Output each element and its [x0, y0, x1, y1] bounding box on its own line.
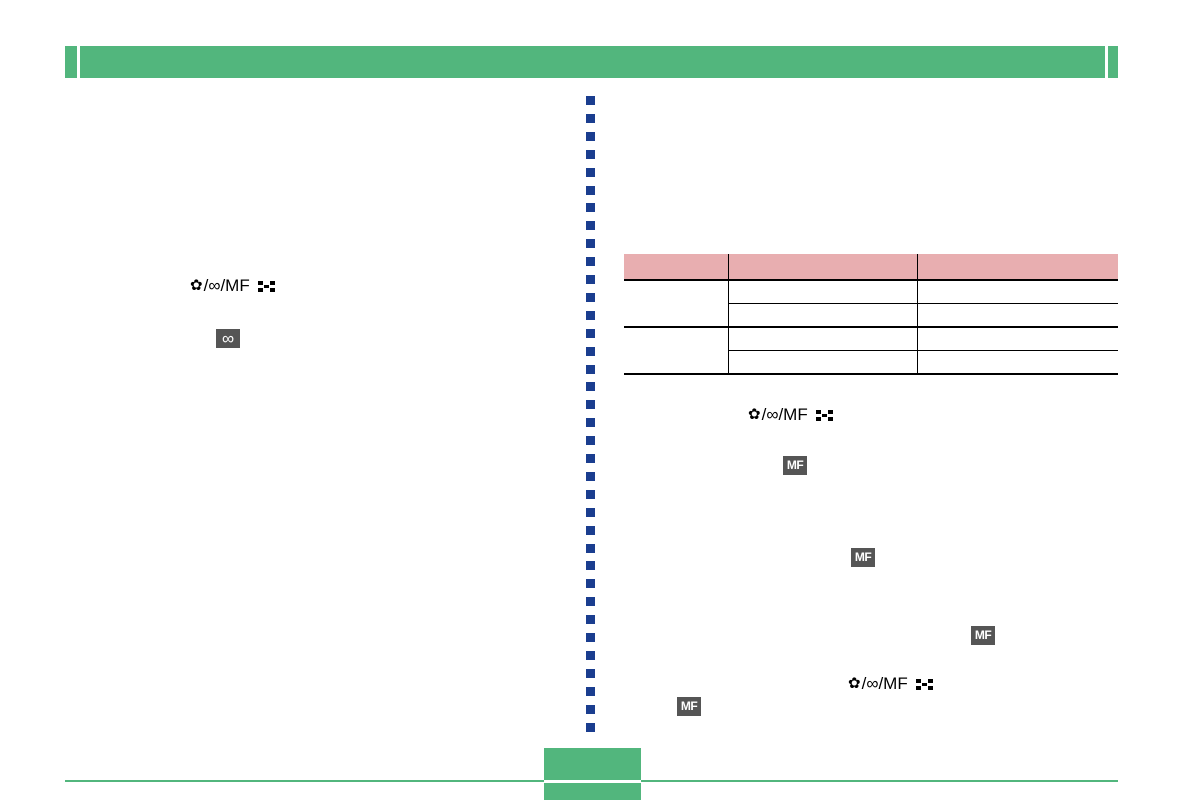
divider-dot: [586, 328, 595, 338]
divider-dot: [586, 436, 595, 446]
divider-dot: [586, 275, 595, 284]
divider-dot: [586, 185, 595, 195]
divider-dot: [586, 96, 595, 105]
divider-dot: [586, 292, 595, 302]
divider-dot: [586, 257, 595, 267]
table-header-cell: [916, 254, 1118, 281]
header-notch-right: [1105, 46, 1108, 78]
divider-dot: [586, 454, 595, 463]
divider-dot: [586, 579, 595, 589]
divider-dot: [586, 722, 595, 732]
divider-dot: [586, 418, 595, 428]
divider-dot: [586, 346, 595, 356]
divider-dot: [586, 400, 595, 410]
divider-dot: [586, 507, 595, 517]
divider-dot: [586, 239, 595, 249]
mode-button-label: ✿/∞/MF: [848, 674, 933, 694]
table-cell: [727, 327, 917, 351]
flower-icon: ✿: [848, 675, 861, 692]
divider-dot: [586, 633, 595, 642]
divider-dot: [586, 203, 595, 213]
divider-dot: [586, 167, 595, 177]
table-header-cell: [727, 254, 917, 281]
mode-button-label: ✿/∞/MF: [748, 405, 833, 425]
spec-table: [624, 254, 1118, 375]
divider-dot: [586, 113, 595, 123]
table-group-cell: [624, 327, 728, 375]
flower-icon: ✿: [190, 277, 203, 294]
table-cell: [916, 303, 1118, 328]
table-header-row: [624, 254, 1118, 281]
divider-dot: [586, 704, 595, 714]
table-cell: [727, 280, 917, 304]
table-cell: [727, 303, 917, 328]
table-group-cell: [624, 280, 728, 328]
flower-icon: ✿: [748, 406, 761, 423]
table-header-cell: [624, 254, 728, 281]
divider-dot: [586, 310, 595, 320]
table-cell: [916, 350, 1118, 375]
focus-arrow-icon: [915, 678, 933, 690]
table-cell: [916, 280, 1118, 304]
divider-dot: [586, 221, 595, 231]
table-row: [624, 280, 1118, 328]
table-row: [624, 350, 1118, 375]
focus-arrow-icon: [257, 280, 275, 292]
divider-dot: [586, 597, 595, 607]
mf-icon: MF: [783, 456, 807, 475]
divider-dot: [586, 686, 595, 696]
divider-dot: [586, 543, 595, 553]
column-divider: [586, 96, 598, 741]
divider-dot: [586, 364, 595, 374]
table-cell: [727, 350, 917, 375]
mode-button-label: ✿/∞/MF: [190, 276, 275, 296]
header-bar: [65, 46, 1118, 78]
page-box-divider: [544, 780, 641, 783]
divider-dot: [586, 561, 595, 571]
focus-arrow-icon: [815, 409, 833, 421]
infinity-icon: ∞: [216, 329, 240, 348]
mf-icon: MF: [851, 548, 875, 567]
divider-dot: [586, 668, 595, 678]
page-number-box: [544, 748, 641, 800]
divider-dot: [586, 382, 595, 392]
divider-dot: [586, 489, 595, 499]
table-row: [624, 327, 1118, 375]
divider-dot: [586, 615, 595, 625]
divider-dot: [586, 149, 595, 159]
divider-dot: [586, 650, 595, 660]
divider-dot: [586, 525, 595, 535]
table-cell: [916, 327, 1118, 351]
mf-icon: MF: [971, 626, 995, 645]
divider-dot: [586, 131, 595, 141]
header-notch-left: [77, 46, 80, 78]
table-row: [624, 303, 1118, 328]
mf-icon: MF: [677, 697, 701, 716]
divider-dot: [586, 471, 595, 481]
